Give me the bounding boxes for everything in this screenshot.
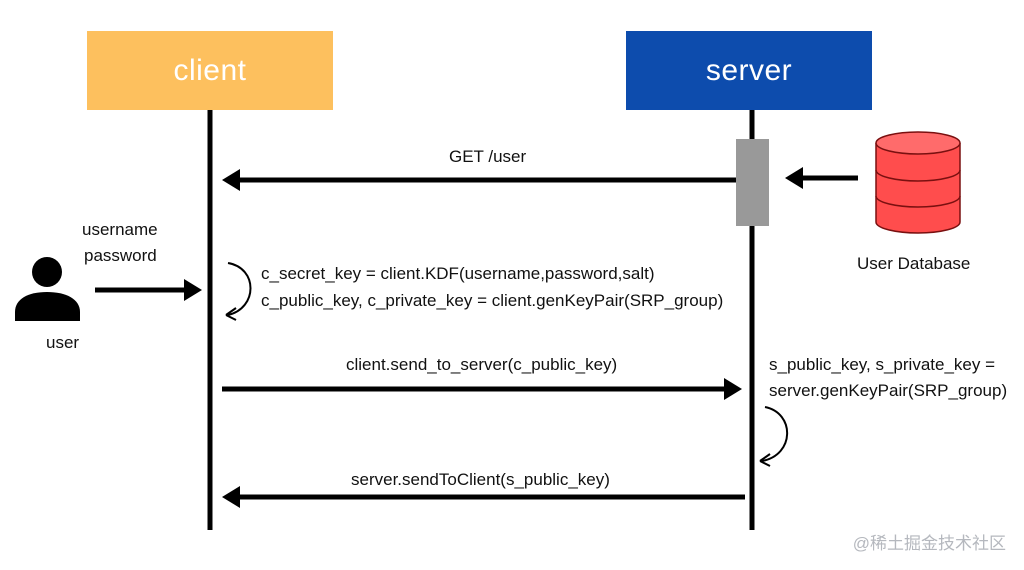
send-to-client-message-label: server.sendToClient(s_public_key) (351, 470, 610, 489)
password-label: password (84, 246, 157, 265)
user-label: user (46, 333, 80, 352)
user-database-label: User Database (857, 254, 971, 273)
send-to-client-arrowhead (222, 486, 240, 508)
client-actor-label: client (173, 53, 247, 87)
client-compute-line2: c_public_key, c_private_key = client.gen… (261, 291, 724, 310)
database-icon (875, 131, 961, 234)
client-self-loop (227, 262, 252, 316)
client-self-loop-head (225, 307, 237, 321)
send-to-server-message-label: client.send_to_server(c_public_key) (346, 355, 618, 374)
send-to-server-arrowhead (724, 378, 742, 400)
server-self-loop-head (759, 453, 771, 467)
watermark: @稀土掘金技术社区 (852, 534, 1006, 553)
client-compute-line1: c_secret_key = client.KDF(username,passw… (261, 264, 655, 283)
server-compute-line1: s_public_key, s_private_key = (769, 355, 996, 374)
client-actor-box: client (87, 31, 333, 110)
user-arrowhead (184, 279, 202, 301)
server-actor-label: server (705, 53, 793, 87)
user-person-icon (15, 257, 80, 321)
username-label: username (82, 220, 158, 239)
server-actor-box: server (626, 31, 872, 110)
server-activation-bar (736, 139, 769, 226)
server-compute-line2: server.genKeyPair(SRP_group) (769, 381, 1008, 400)
server-self-loop (761, 406, 789, 462)
get-user-message-label: GET /user (449, 147, 527, 166)
db-arrowhead (785, 167, 803, 189)
get-user-arrowhead (222, 169, 240, 191)
